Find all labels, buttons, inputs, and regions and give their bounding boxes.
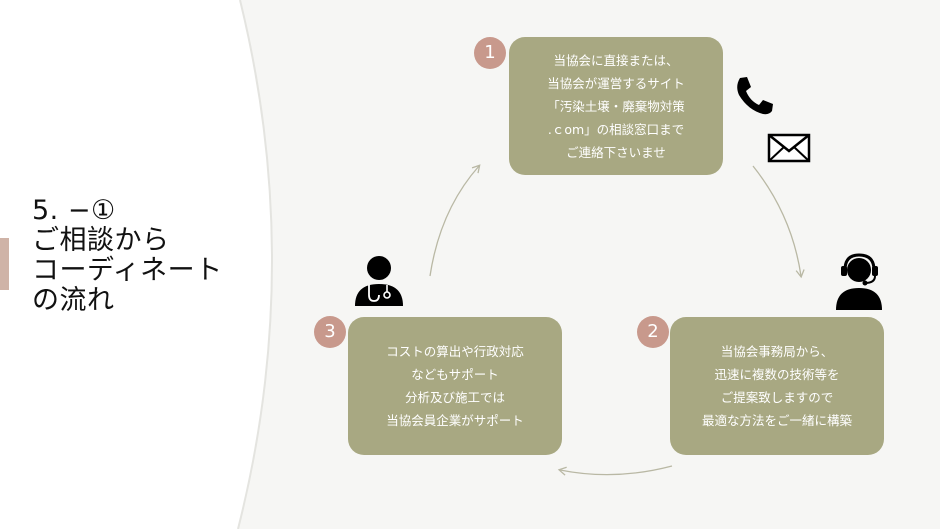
accent-bar: [0, 238, 9, 290]
step-2-line: 迅速に複数の技術等を: [714, 367, 840, 382]
step-2-line: 当協会事務局から、: [720, 344, 834, 359]
slide-title: 5. −① ご相談から コーディネート の流れ: [32, 196, 272, 316]
arrow-2-to-3: [557, 465, 673, 476]
step-1-line: ご連絡下さいませ: [566, 144, 666, 160]
step-2-line: ご提案致しますので: [720, 390, 834, 405]
arrow-3-to-1: [429, 164, 481, 277]
step-1-line: 当協会が運営するサイト: [547, 75, 685, 91]
step-1-box: 当協会に直接または、 当協会が運営するサイト 「汚染土壌・廃棄物対策 .ｃom」…: [509, 37, 723, 175]
panel-edge: [237, 0, 273, 529]
step-2-box: 当協会事務局から、 迅速に複数の技術等を ご提案致しますので 最適な方法をご一緒…: [670, 317, 884, 455]
headset-operator-icon: [836, 253, 882, 310]
step-3-line: 当協会員企業がサポート: [386, 413, 524, 428]
step-1-line: 「汚染土壌・廃棄物対策: [547, 98, 685, 114]
left-panel: [0, 0, 273, 529]
step-3-box: コストの算出や行政対応 などもサポート 分析及び施工では 当協会員企業がサポート: [348, 317, 562, 455]
step-2-badge: 2: [637, 316, 669, 348]
doctor-stethoscope-icon: [355, 256, 403, 306]
step-1-badge: 1: [474, 37, 506, 69]
title-line-1: 5. −①: [32, 195, 116, 226]
phone-icon: [737, 77, 773, 115]
title-line-2: ご相談から: [32, 225, 170, 256]
step-2-line: 最適な方法をご一緒に構築: [701, 413, 852, 428]
title-line-4: の流れ: [32, 285, 115, 316]
envelope-icon: [767, 133, 811, 163]
step-3-line: 分析及び施工では: [404, 390, 505, 405]
step-1-line: 当協会に直接または、: [553, 52, 679, 68]
step-3-badge: 3: [314, 316, 346, 348]
arrow-1-to-2: [752, 165, 805, 279]
step-1-line: .ｃom」の相談窓口まで: [547, 121, 685, 137]
title-line-3: コーディネート: [32, 255, 223, 286]
step-3-line: コストの算出や行政対応: [386, 344, 524, 359]
step-3-line: などもサポート: [411, 367, 499, 382]
